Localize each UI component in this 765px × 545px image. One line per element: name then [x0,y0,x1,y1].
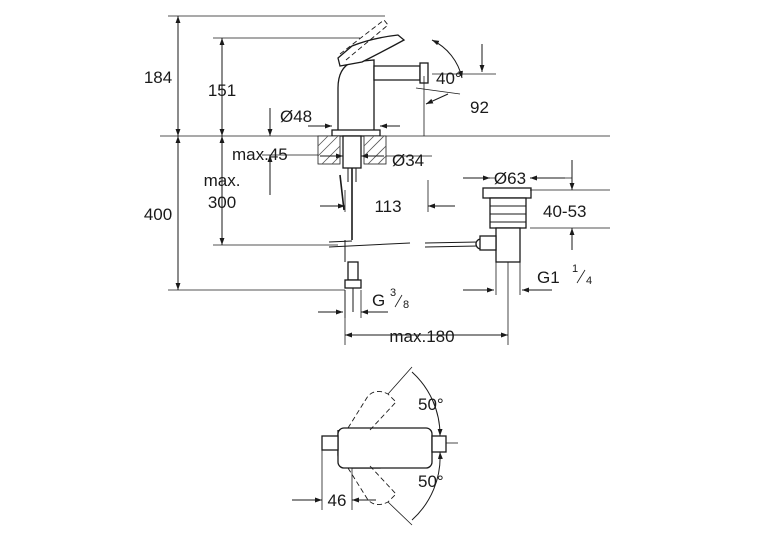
faucet-body [337,59,375,133]
dim-max-reach: max.180 [389,327,454,346]
dim-lever-angle: 40° [436,69,462,88]
faucet-lever [337,34,406,67]
dim-conn-thread-num: 3 [390,287,396,299]
dim-top-angle: 50° [418,395,444,414]
dim-waste-diameter: Ø63 [494,169,526,188]
dim-conn-thread-den: 8 [403,299,409,311]
dim-waste-thread: G1 [537,268,560,287]
dim-conn-thread: G [372,291,385,310]
dim-300: 300 [208,193,236,212]
side-view: 184 151 40° 92 Ø48 max.45 Ø34 max. 300 4… [144,15,610,346]
dim-bottom-angle: 50° [418,472,444,491]
dim-max-label: max. [204,171,241,190]
deck-section [317,135,387,165]
waste-fitting [479,187,532,263]
dim-hole-diameter: Ø34 [392,151,424,170]
dim-400: 400 [144,205,172,224]
dim-151: 151 [208,81,236,100]
dim-184: 184 [144,68,172,87]
dim-lever-offset: 46 [328,491,347,510]
dim-base-diameter: Ø48 [280,107,312,126]
dim-waste-range: 40-53 [543,202,586,221]
dim-waste-thread-den: 4 [586,275,592,287]
dim-113: 113 [374,197,401,216]
dim-waste-thread-num: 1 [572,263,578,275]
faucet-spout [373,65,421,81]
dim-92: 92 [470,98,489,117]
dim-max-deck: max.45 [232,145,288,164]
top-view: 50° 50° 46 [292,366,458,526]
